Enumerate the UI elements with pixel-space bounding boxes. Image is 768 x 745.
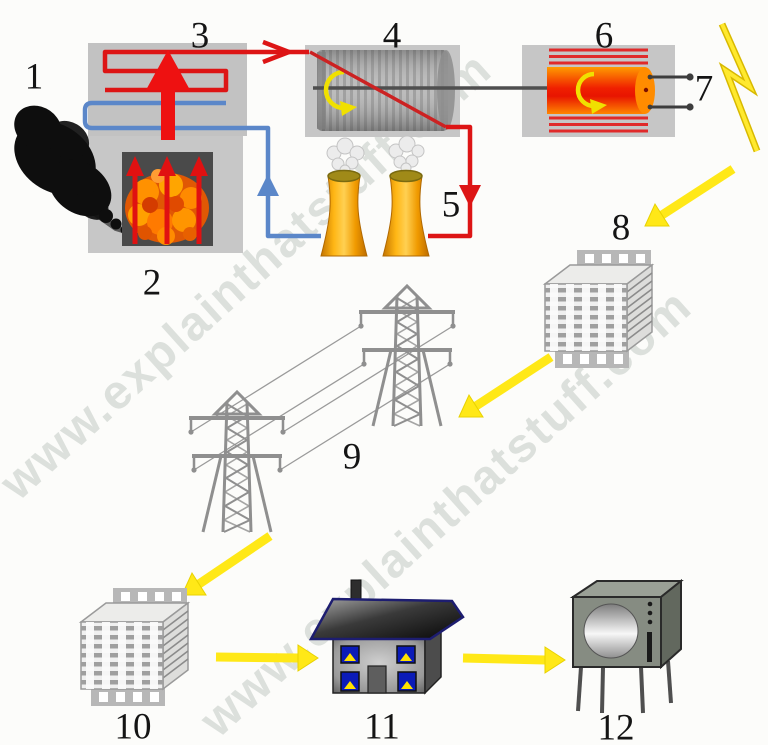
- flow-arrow-icon: [462, 646, 566, 674]
- steam-puffs-icon: [326, 135, 425, 176]
- callout-house: 11: [364, 706, 400, 745]
- heat-arrows-icon: [126, 156, 208, 244]
- rotation-arrow-icon: [323, 69, 345, 111]
- callout-television: 12: [597, 707, 635, 745]
- flow-arrow-icon: [181, 532, 273, 596]
- flow-arrow-icon: [458, 353, 554, 418]
- roof: [308, 597, 465, 641]
- callout-boiler: 3: [190, 15, 210, 57]
- turbine-steam-line: [309, 50, 481, 239]
- pylon-icon: [356, 284, 458, 428]
- flow-arrow-icon: [644, 165, 736, 227]
- house-icon: [308, 579, 465, 695]
- energy-flow-arrows: [181, 165, 736, 674]
- callout-stepdown-transformer: 10: [114, 706, 152, 745]
- callout-coal: 1: [24, 56, 44, 98]
- output-wires-icon: [647, 73, 694, 111]
- flow-arrow-icon: [215, 644, 319, 672]
- steam-up-arrow-icon: [146, 50, 190, 140]
- generator-icon: [547, 48, 655, 133]
- firebox: [122, 152, 213, 246]
- stepup-transformer-icon: [544, 249, 653, 369]
- rotation-arrow-icon: [575, 71, 595, 109]
- callout-condenser-pipe: 5: [441, 184, 461, 226]
- door: [367, 665, 387, 694]
- callout-stepup-transformer: 8: [611, 207, 631, 249]
- coal-pile-icon: [14, 105, 130, 235]
- tv-controls: [647, 601, 653, 662]
- callout-generator: 6: [594, 15, 614, 57]
- tv-screen: [583, 603, 639, 659]
- stepdown-transformer-icon: [80, 587, 189, 707]
- pylon-icon: [186, 390, 288, 534]
- window-lights: [344, 653, 413, 689]
- television-icon: [569, 578, 684, 714]
- cooling-towers-icon: [320, 135, 430, 257]
- callout-power-output: 7: [694, 68, 714, 110]
- tv-legs: [576, 660, 673, 714]
- callout-furnace: 2: [142, 262, 162, 304]
- callout-turbine: 4: [382, 15, 402, 57]
- lightning-icon: [718, 22, 761, 153]
- callout-pylons: 9: [342, 436, 362, 478]
- feedwater-pipe: [82, 100, 321, 239]
